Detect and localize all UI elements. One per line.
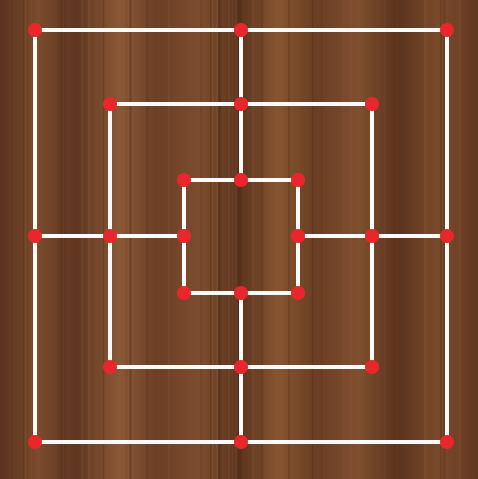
point-inner-bottom-left[interactable] xyxy=(177,286,191,300)
point-inner-top-right[interactable] xyxy=(291,173,305,187)
point-outer-top-left[interactable] xyxy=(28,23,42,37)
point-middle-bottom-right[interactable] xyxy=(365,360,379,374)
wood-grain-streak xyxy=(126,0,127,479)
point-inner-left-mid[interactable] xyxy=(177,229,191,243)
wood-grain-streak xyxy=(96,0,98,479)
wood-grain-streak xyxy=(316,0,318,479)
point-inner-top-mid[interactable] xyxy=(234,173,248,187)
wood-grain-streak xyxy=(158,0,159,479)
point-outer-top-mid[interactable] xyxy=(234,23,248,37)
wood-grain-streak xyxy=(216,0,218,479)
point-inner-top-left[interactable] xyxy=(177,173,191,187)
wood-grain-streak xyxy=(210,0,211,479)
point-outer-bottom-mid[interactable] xyxy=(234,435,248,449)
point-middle-left-mid[interactable] xyxy=(103,229,117,243)
point-outer-left-mid[interactable] xyxy=(28,229,42,243)
wood-grain-streak xyxy=(280,0,282,479)
wood-grain-streak xyxy=(236,0,237,479)
wood-grain-streak xyxy=(23,0,25,479)
point-inner-right-mid[interactable] xyxy=(291,229,305,243)
wood-grain-streak xyxy=(397,0,398,479)
wood-grain-streak xyxy=(25,0,26,479)
point-outer-bottom-right[interactable] xyxy=(440,435,454,449)
point-middle-bottom-mid[interactable] xyxy=(234,360,248,374)
point-inner-bottom-mid[interactable] xyxy=(234,286,248,300)
wood-grain-streak xyxy=(265,0,266,479)
wood-grain-streak xyxy=(132,0,134,479)
wood-grain-streak xyxy=(84,0,85,479)
point-middle-bottom-left[interactable] xyxy=(103,360,117,374)
wood-grain-streak xyxy=(61,0,63,479)
wood-grain-streak xyxy=(350,0,352,479)
point-outer-bottom-left[interactable] xyxy=(28,435,42,449)
point-outer-top-right[interactable] xyxy=(440,23,454,37)
wood-grain-streak xyxy=(128,0,131,479)
wood-grain-streak xyxy=(232,0,233,479)
wood-grain-streak xyxy=(427,0,429,479)
wood-grain-streak xyxy=(218,0,220,479)
wood-grain-streak xyxy=(252,0,254,479)
wood-grain-streak xyxy=(282,0,284,479)
point-middle-top-mid[interactable] xyxy=(234,97,248,111)
wood-grain-streak xyxy=(460,0,462,479)
wood-grain-streak xyxy=(343,0,345,479)
wood-grain-streak xyxy=(194,0,195,479)
wood-grain-streak xyxy=(384,0,386,479)
wood-grain-streak xyxy=(261,0,264,479)
point-outer-right-mid[interactable] xyxy=(440,229,454,243)
wood-grain-streak xyxy=(457,0,458,479)
wood-grain-streak xyxy=(81,0,82,479)
wood-grain-streak xyxy=(288,0,290,479)
wood-grain-streak xyxy=(58,0,60,479)
wood-grain-streak xyxy=(12,0,13,479)
wood-grain-streak xyxy=(234,0,236,479)
point-middle-right-mid[interactable] xyxy=(365,229,379,243)
point-inner-bottom-right[interactable] xyxy=(291,286,305,300)
wood-grain-streak xyxy=(88,0,90,479)
wood-grain-streak xyxy=(321,0,322,479)
wood-grain-streak xyxy=(229,0,231,479)
wood-grain-streak xyxy=(312,0,314,479)
wood-grain-streak xyxy=(146,0,149,479)
wood-grain-streak xyxy=(315,0,316,479)
wood-grain-streak xyxy=(200,0,202,479)
wood-grain-streak xyxy=(81,0,84,479)
point-middle-top-left[interactable] xyxy=(103,97,117,111)
wood-grain-streak xyxy=(257,0,258,479)
point-middle-top-right[interactable] xyxy=(365,97,379,111)
wood-grain-streak xyxy=(168,0,169,479)
wood-grain-streak xyxy=(424,0,427,479)
wood-grain-streak xyxy=(64,0,66,479)
